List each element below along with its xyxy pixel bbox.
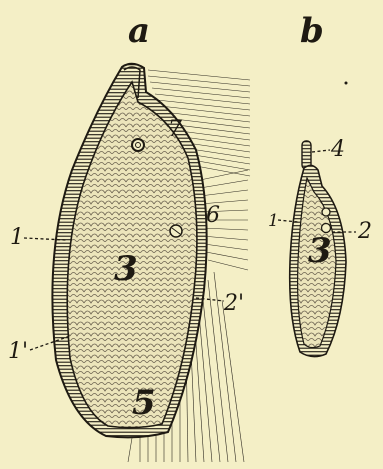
callout-a-5: 5 (132, 383, 156, 423)
leader-b-4 (312, 150, 330, 152)
callout-a-1prime: 1' (8, 339, 28, 364)
panel-b: b 4 1 2 3 (268, 11, 372, 357)
panel-b-label: b (300, 11, 324, 51)
callout-b-3: 3 (308, 231, 332, 271)
callout-a-6: 6 (206, 203, 220, 228)
callout-a-3: 3 (114, 249, 138, 289)
callout-a-2prime: 2' (223, 291, 244, 316)
callout-a-7: 7 (168, 117, 182, 142)
callout-b-1: 1 (268, 211, 279, 231)
small-nucleus-upper (322, 208, 330, 216)
panel-a: a (8, 11, 250, 462)
speck (345, 82, 348, 85)
callout-a-1: 1 (10, 225, 24, 250)
callout-b-4: 4 (330, 137, 345, 162)
nucleus-upper (132, 139, 144, 151)
panel-a-label: a (128, 11, 150, 51)
callout-b-2: 2 (357, 219, 372, 244)
